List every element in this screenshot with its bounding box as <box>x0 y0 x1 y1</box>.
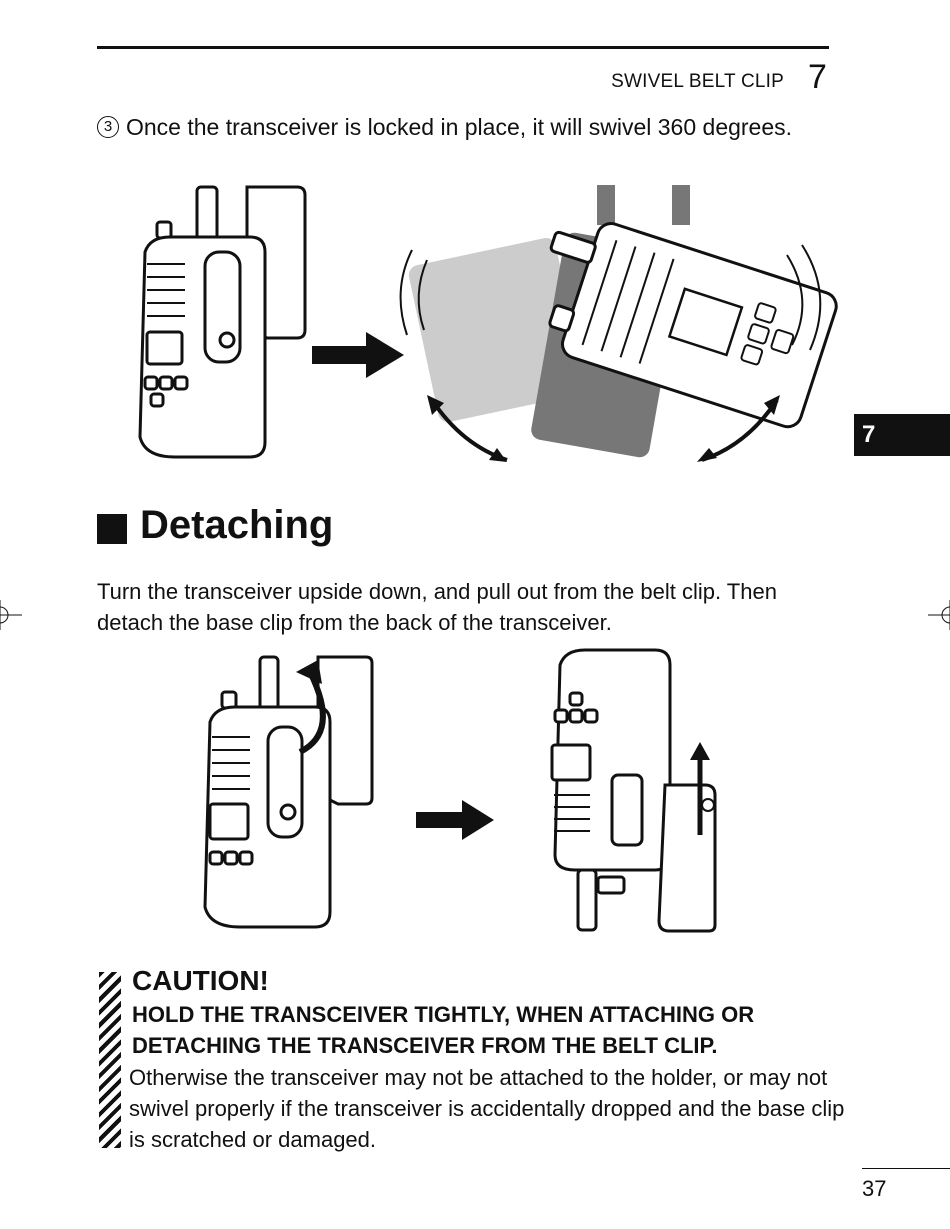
transceiver-with-clip-illustration <box>203 655 374 929</box>
detached-transceiver-illustration <box>550 648 717 933</box>
section-bullet-icon <box>97 514 127 544</box>
chapter-side-tab: 7 <box>854 414 950 456</box>
step-text: Once the transceiver is locked in place,… <box>126 114 793 140</box>
caution-title: CAUTION! <box>132 965 269 996</box>
header-rule <box>97 46 829 49</box>
section-paragraph: Turn the transceiver upside down, and pu… <box>97 579 777 635</box>
right-arrow-icon <box>312 332 404 378</box>
transceiver-with-clip-illustration <box>138 185 307 459</box>
registration-mark-icon <box>0 600 22 630</box>
registration-mark-icon <box>928 600 950 630</box>
page-number: 37 <box>862 1176 887 1201</box>
section-title: Detaching <box>140 503 334 547</box>
caution-stripes-icon <box>99 972 121 1148</box>
right-arrow-icon <box>416 800 494 840</box>
rotated-transceiver-illustration <box>399 185 838 462</box>
header-section-title: SWIVEL BELT CLIP <box>611 71 784 92</box>
caution-bold-text: HOLD THE TRANSCEIVER TIGHTLY, WHEN ATTAC… <box>132 1002 755 1058</box>
header-chapter-number: 7 <box>808 58 827 96</box>
step-number-badge: 3 <box>97 116 119 138</box>
footer-rule <box>862 1168 950 1169</box>
caution-body-text: Otherwise the transceiver may not be att… <box>129 1065 845 1152</box>
